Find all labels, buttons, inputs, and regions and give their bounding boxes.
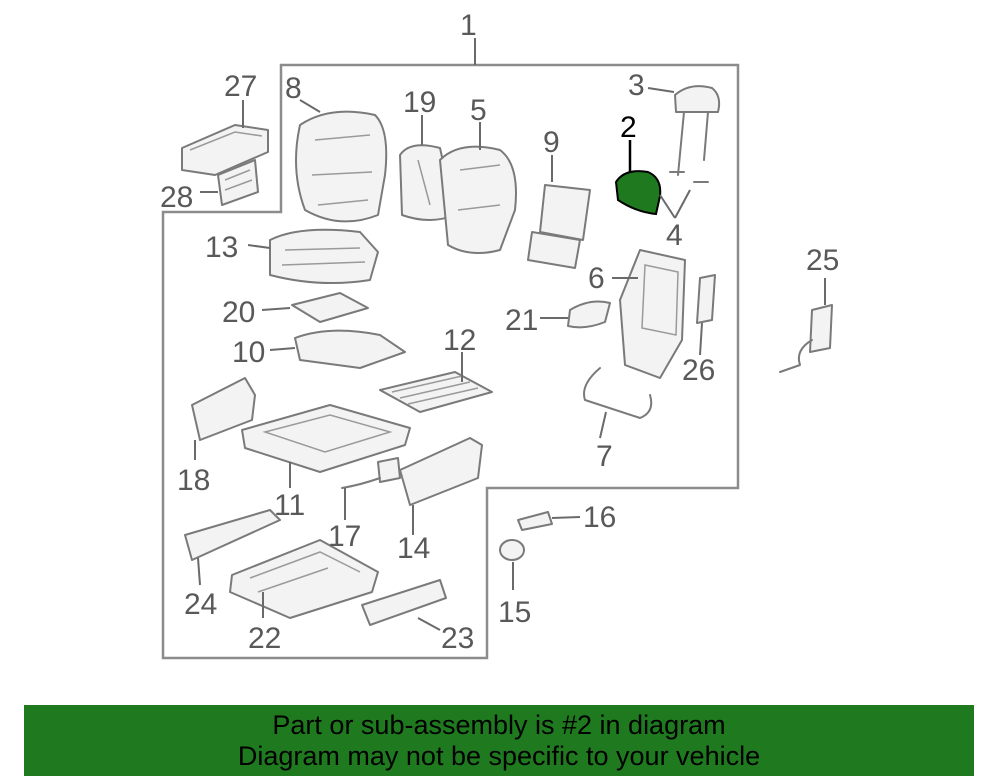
- part-18-side-shield[interactable]: [191, 377, 256, 441]
- part-3-headrest[interactable]: [674, 85, 721, 176]
- callout-20: 20: [222, 296, 255, 329]
- part-4-headrest-guides[interactable]: [669, 171, 709, 183]
- part-13-cushion-cover[interactable]: [269, 228, 379, 285]
- part-9-back-panel[interactable]: [527, 184, 591, 269]
- part-8-seat-back-cover[interactable]: [295, 110, 388, 223]
- callout-26: 26: [682, 354, 715, 387]
- part-21-side-cover[interactable]: [567, 300, 611, 329]
- disclaimer-line-1: Part or sub-assembly is #2 in diagram: [272, 710, 726, 740]
- disclaimer-line-2: Diagram may not be specific to your vehi…: [237, 741, 761, 771]
- callout-28: 28: [160, 181, 193, 214]
- part-10-cushion-pad[interactable]: [294, 329, 406, 369]
- assembly-frame: [161, 63, 740, 660]
- callout-15: 15: [498, 596, 531, 629]
- part-15-knob[interactable]: [499, 539, 525, 561]
- part-5-back-pad[interactable]: [439, 145, 517, 255]
- callout-22: 22: [248, 622, 281, 655]
- callout-12: 12: [443, 324, 476, 357]
- part-7-wire[interactable]: [583, 367, 653, 419]
- callout-19: 19: [403, 86, 436, 119]
- callout-21: 21: [505, 304, 538, 337]
- callout-14: 14: [397, 532, 430, 565]
- part-22-seat-adjuster[interactable]: [229, 539, 379, 619]
- part-26-side-panel[interactable]: [696, 274, 716, 324]
- callout-8: 8: [285, 72, 302, 105]
- callout-16: 16: [583, 501, 616, 534]
- leader-lines: [194, 38, 826, 631]
- callout-24: 24: [184, 588, 217, 621]
- callout-6: 6: [588, 262, 605, 295]
- part-24-track-cover[interactable]: [184, 509, 281, 561]
- callout-27: 27: [224, 70, 257, 103]
- callout-1: 1: [460, 9, 477, 42]
- part-23-side-cover[interactable]: [361, 579, 447, 626]
- callout-23: 23: [441, 622, 474, 655]
- callout-10: 10: [232, 336, 265, 369]
- callout-3: 3: [628, 69, 645, 102]
- callout-13: 13: [205, 231, 238, 264]
- part-28-armrest-bracket[interactable]: [217, 159, 259, 206]
- part-14-side-panel[interactable]: [399, 437, 483, 506]
- callout-17: 17: [328, 520, 361, 553]
- part-25-airbag-module[interactable]: [779, 304, 833, 373]
- parts-diagram: 1 2 3 4 5 6 7 8 9 10 11 12 13 14 15 16 1…: [160, 9, 839, 660]
- callout-7: 7: [596, 440, 613, 473]
- part-11-cushion-frame[interactable]: [241, 404, 411, 473]
- part-20-heater-pad[interactable]: [291, 292, 369, 323]
- callout-9: 9: [543, 126, 560, 159]
- part-16-handle[interactable]: [517, 511, 553, 531]
- callout-5: 5: [470, 94, 487, 127]
- callout-25: 25: [806, 244, 839, 277]
- disclaimer-banner: Part or sub-assembly is #2 in diagram Di…: [24, 705, 974, 776]
- part-27-armrest[interactable]: [181, 124, 269, 176]
- part-2-headrest-cover[interactable]: [614, 170, 662, 216]
- part-12-spring-mat[interactable]: [379, 371, 493, 413]
- callout-4: 4: [666, 219, 683, 252]
- callout-18: 18: [177, 464, 210, 497]
- part-6-seat-back-frame[interactable]: [619, 249, 686, 379]
- callout-11: 11: [274, 489, 305, 522]
- callout-2: 2: [620, 111, 637, 144]
- part-17-switch[interactable]: [341, 457, 401, 489]
